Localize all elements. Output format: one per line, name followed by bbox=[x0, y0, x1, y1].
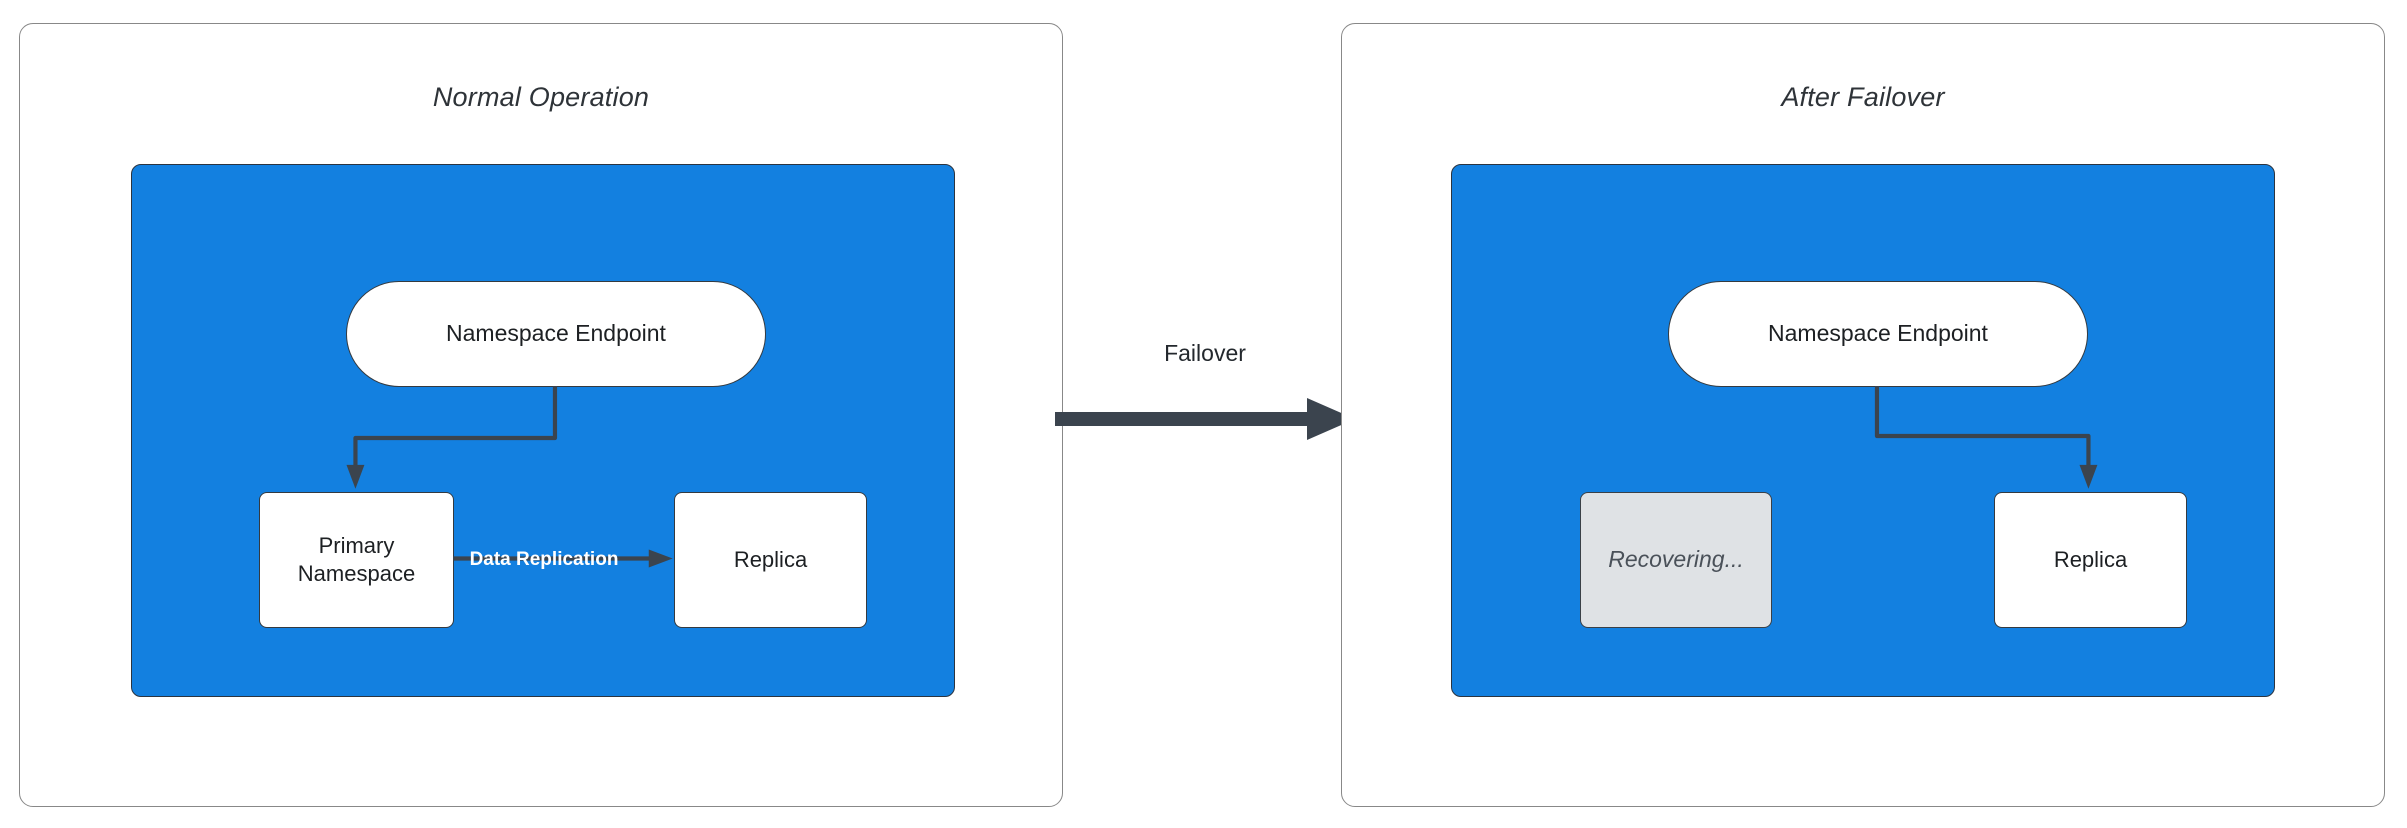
edge-primary-to-replica-arrowhead bbox=[648, 549, 673, 568]
blue-zone-failover: Namespace Endpoint Recovering... Replica bbox=[1451, 164, 2275, 697]
edge-endpoint-to-replica bbox=[1874, 386, 2091, 475]
node-recovering[interactable]: Recovering... bbox=[1580, 492, 1772, 628]
node-primary-namespace-line1: Primary bbox=[318, 532, 395, 558]
edge-label-data-replication: Data Replication bbox=[469, 549, 619, 570]
panel-after-failover: After Failover Namespace Endpoint Recove… bbox=[1341, 23, 2385, 807]
edge-endpoint-to-primary bbox=[353, 386, 558, 475]
failover-transition-arrow-icon bbox=[1055, 398, 1355, 440]
node-primary-namespace-line2: Namespace bbox=[297, 561, 416, 586]
panel-title-normal-operation: Normal Operation bbox=[432, 82, 650, 112]
failover-transition-label: Failover bbox=[1164, 340, 1246, 366]
node-namespace-endpoint-failover[interactable]: Namespace Endpoint bbox=[1668, 281, 2088, 387]
node-primary-namespace[interactable]: Primary Namespace bbox=[259, 492, 454, 628]
blue-zone-normal: Namespace Endpoint Primary Namespace Rep… bbox=[131, 164, 955, 697]
node-replica-failover[interactable]: Replica bbox=[1994, 492, 2187, 628]
node-replica-normal[interactable]: Replica bbox=[674, 492, 867, 628]
node-namespace-endpoint-normal[interactable]: Namespace Endpoint bbox=[346, 281, 766, 387]
edge-endpoint-to-replica-arrowhead bbox=[2079, 464, 2098, 489]
edge-endpoint-to-primary-arrowhead bbox=[346, 464, 365, 489]
panel-normal-operation: Normal Operation Namespace Endpoint Prim… bbox=[19, 23, 1063, 807]
panel-title-after-failover: After Failover bbox=[1781, 82, 1945, 112]
